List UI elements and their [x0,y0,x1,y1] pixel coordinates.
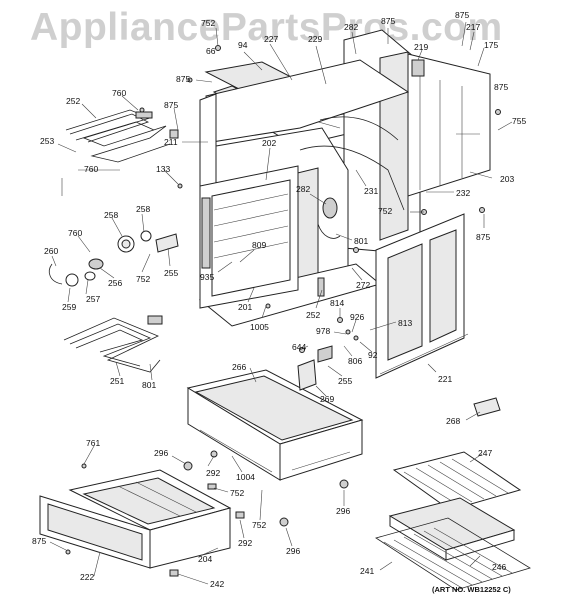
part-label: 246 [492,562,506,572]
oven-rack [375,517,531,591]
part-label: 752 [252,520,266,530]
part-label: 255 [338,376,352,386]
part-label: 255 [164,268,178,278]
part-label: 935 [200,272,214,282]
part-label: 94 [238,40,248,50]
part-label: 202 [262,138,276,148]
part-label: 1005 [250,322,269,332]
part-label: 211 [164,137,178,147]
part-label: 221 [438,374,452,384]
part-label: 296 [336,506,350,516]
part-label: 752 [378,206,392,216]
part-label: 814 [330,298,344,308]
part-label: 201 [238,302,252,312]
part-label: 241 [360,566,374,576]
part-label: 801 [354,236,368,246]
part-label: 253 [40,136,54,146]
part-label: 204 [198,554,212,564]
part-label: 755 [512,116,526,126]
part-label: 282 [344,22,358,32]
part-label: 760 [112,88,126,98]
part-label: 66 [206,46,216,56]
part-label: 752 [136,274,150,284]
part-label: 259 [62,302,76,312]
art-reference: (ART NO. WB12252 C) [432,585,511,594]
part-label: 256 [108,278,122,288]
part-label: 875 [176,74,190,84]
watermark: AppliancePartsPros.com [30,6,503,49]
part-label: 258 [136,204,150,214]
part-label: 875 [476,232,490,242]
part-label: 222 [80,572,94,582]
leader-lines [49,21,513,585]
part-label: 92 [368,350,378,360]
part-label: 813 [398,318,412,328]
part-label: 282 [296,184,310,194]
part-label: 217 [466,22,480,32]
part-label: 260 [44,246,58,256]
part-label: 801 [142,380,156,390]
part-label: 272 [356,280,370,290]
storage-drawer [39,469,232,569]
part-label: 252 [306,310,320,320]
part-label: 258 [104,210,118,220]
part-label: 219 [414,42,428,52]
part-label: 1004 [236,472,255,482]
small-components [48,45,501,577]
broil-element [65,109,171,163]
part-label: 229 [308,34,322,44]
part-label: 175 [484,40,498,50]
part-label: 252 [66,96,80,106]
part-label: 251 [110,376,124,386]
part-label: 227 [264,34,278,44]
part-label: 268 [446,416,460,426]
part-label: 296 [286,546,300,556]
part-label: 752 [230,488,244,498]
part-label: 231 [364,186,378,196]
part-label: 926 [350,312,364,322]
part-label: 257 [86,294,100,304]
part-label: 292 [206,468,220,478]
part-label: 978 [316,326,330,336]
bake-element [63,315,163,373]
oven-door-frame [199,165,299,309]
part-label: 809 [252,240,266,250]
part-label: 242 [210,579,224,589]
part-label: 203 [500,174,514,184]
part-label: 875 [455,10,469,20]
part-label: 644 [292,342,306,352]
side-panel-221 [375,213,469,379]
part-label: 296 [154,448,168,458]
part-label: 232 [456,188,470,198]
part-label: 760 [84,164,98,174]
part-label: 760 [68,228,82,238]
part-label: 752 [201,18,215,28]
part-label: 133 [156,164,170,174]
part-label: 806 [348,356,362,366]
part-label: 266 [232,362,246,372]
part-label: 269 [320,394,334,404]
part-label: 292 [238,538,252,548]
part-label: 875 [32,536,46,546]
part-label: 875 [494,82,508,92]
drawer-housing [186,369,364,481]
part-labels: 752 875 875 217 175 66 94 227 229 282 21… [32,10,526,589]
part-label: 875 [164,100,178,110]
part-label: 247 [478,448,492,458]
part-label: 875 [381,16,395,26]
part-label: 761 [86,438,100,448]
broiler-pan [388,451,522,561]
